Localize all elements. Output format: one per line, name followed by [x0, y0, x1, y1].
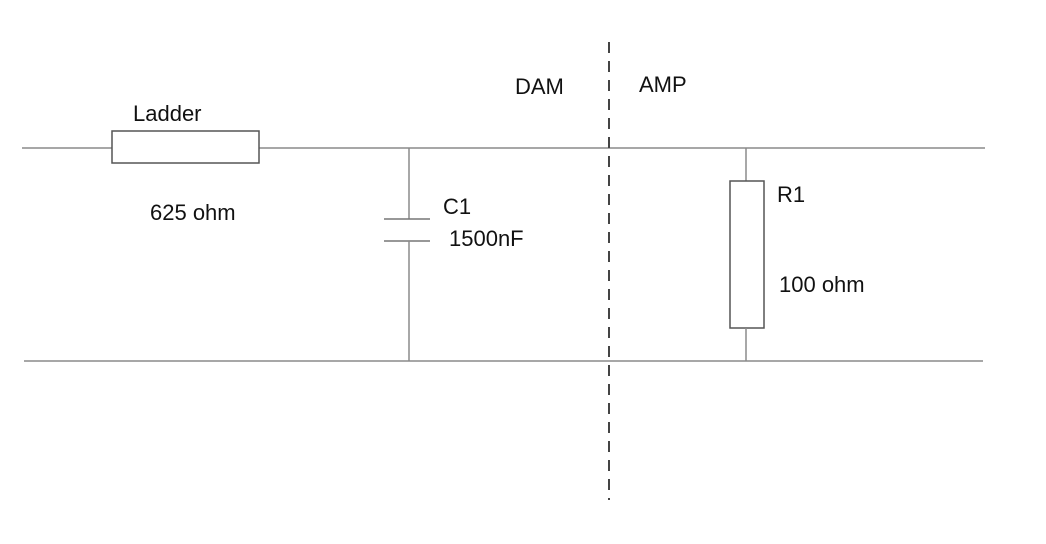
r1-label: R1	[777, 182, 805, 207]
r1-resistor	[729, 180, 765, 329]
section-label-dam: DAM	[515, 74, 564, 99]
ladder-resistor	[111, 130, 260, 164]
r1-value: 100 ohm	[779, 272, 865, 297]
c1-value: 1500nF	[449, 226, 524, 251]
c1-label: C1	[443, 194, 471, 219]
section-label-amp: AMP	[639, 72, 687, 97]
ladder-value: 625 ohm	[150, 200, 236, 225]
ladder-label: Ladder	[133, 101, 202, 126]
